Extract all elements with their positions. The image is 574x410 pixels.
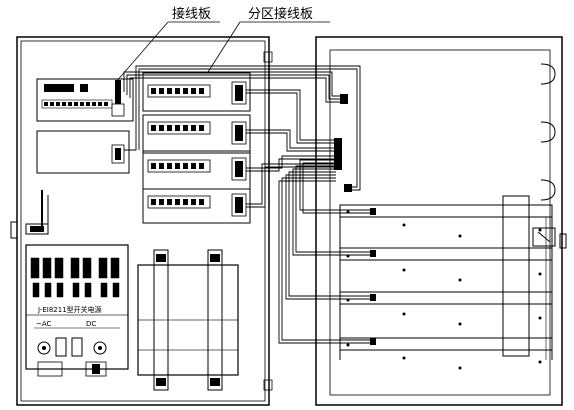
ac-knob-icon: [37, 341, 51, 355]
auxiliary-board: [36, 130, 130, 174]
right-cabinet: [315, 36, 567, 406]
power-supply-module: J-EI8211型开关电源 ~AC DC: [25, 244, 129, 377]
zone-terminal-board-1: [142, 72, 251, 112]
transformer: [137, 249, 239, 391]
wire-harness: [123, 65, 375, 344]
module-model-label: J-EI8211型开关电源: [37, 305, 102, 314]
callout-leaders: [115, 21, 330, 83]
zone-terminal-board-4: [142, 188, 251, 224]
ground-bracket: [25, 190, 49, 235]
latch-handle: [532, 227, 556, 247]
zone-terminal-board-3: [142, 150, 251, 190]
harness-connectors: [334, 94, 376, 345]
zone-terminal-board-2: [142, 114, 251, 154]
dc-label: DC: [86, 320, 96, 328]
terminal-board-callout: 接线板: [172, 6, 211, 22]
dc-knob-icon: [93, 341, 107, 355]
ac-label: ~AC: [36, 320, 52, 328]
main-terminal-board: [36, 78, 134, 122]
zone-terminal-board-callout: 分区接线板: [248, 6, 313, 22]
left-cabinet: [10, 36, 273, 406]
battery-shelves: [339, 204, 553, 370]
door-latch-bar: [498, 195, 556, 357]
power-switch: [55, 337, 67, 357]
